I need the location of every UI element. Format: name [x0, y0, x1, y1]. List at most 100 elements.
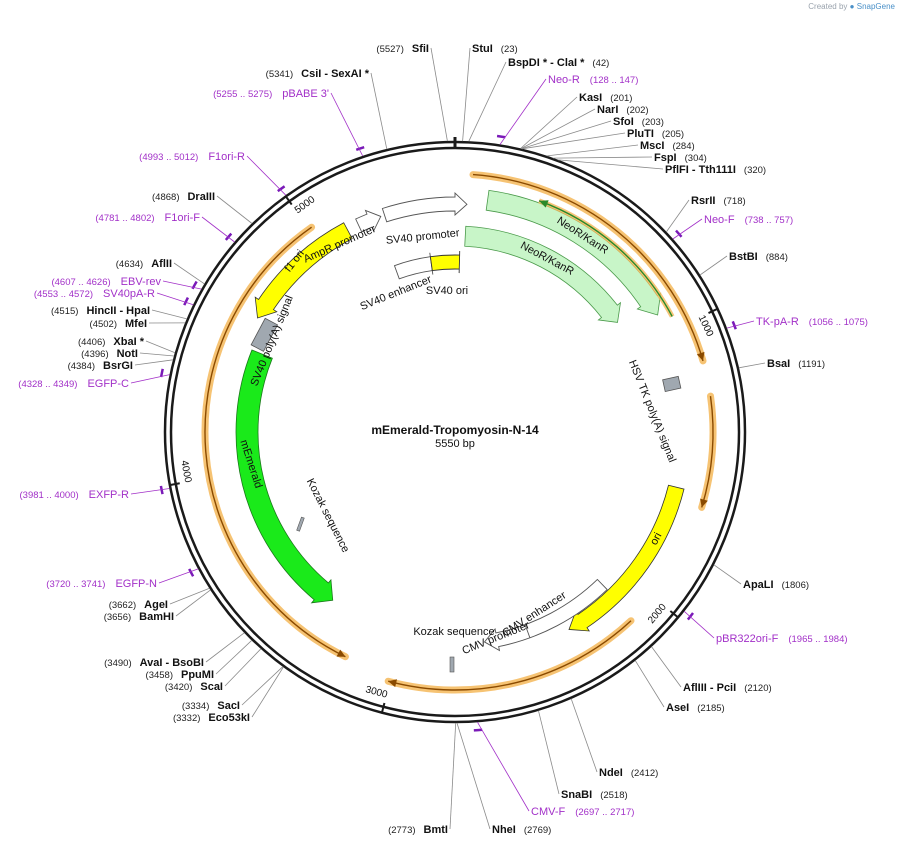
site-label[interactable]: MfeI(4502)	[90, 318, 147, 330]
site-position: (201)	[610, 93, 632, 104]
primer-bind-mark	[473, 728, 483, 732]
site-name: HincII - HpaI	[86, 305, 150, 317]
primer-label[interactable]: F1ori-F(4781 .. 4802)	[95, 212, 200, 224]
primer-label[interactable]: EGFP-N(3720 .. 3741)	[46, 578, 157, 590]
site-label[interactable]: AflIII - PciI(2120)	[683, 682, 772, 694]
site-label[interactable]: BsrGI(4384)	[68, 360, 133, 372]
site-label[interactable]: DraIII(4868)	[152, 191, 215, 203]
primer-label[interactable]: F1ori-R(4993 .. 5012)	[139, 151, 245, 163]
site-label[interactable]: BmtI(2773)	[388, 824, 448, 836]
site-leader	[570, 698, 598, 773]
primer-label[interactable]: TK-pA-R(1056 .. 1075)	[756, 316, 868, 328]
site-leader	[651, 646, 682, 688]
site-leader	[370, 72, 388, 150]
site-label[interactable]: BamHI(3656)	[104, 611, 174, 623]
primer-bind-mark	[277, 185, 286, 193]
site-name: AflIII - PciI	[683, 682, 736, 694]
tick-mark	[168, 482, 180, 487]
site-label[interactable]: AgeI(3662)	[109, 599, 168, 611]
site-position: (205)	[662, 129, 684, 140]
primer-label[interactable]: pBABE 3'(5255 .. 5275)	[213, 88, 329, 100]
site-position: (3490)	[104, 658, 131, 669]
site-label[interactable]: KasI(201)	[579, 92, 632, 104]
site-label[interactable]: BspDI * - ClaI *(42)	[508, 57, 609, 69]
site-position: (2412)	[631, 768, 658, 779]
site-leader	[520, 96, 578, 149]
site-position: (3334)	[182, 701, 209, 712]
site-name: NotI	[117, 348, 138, 360]
site-label[interactable]: NheI(2769)	[492, 824, 551, 836]
site-label[interactable]: AseI(2185)	[666, 702, 725, 714]
site-label[interactable]: AvaI - BsoBI(3490)	[104, 657, 204, 669]
primer-label[interactable]: SV40pA-R (4553 .. 4572)	[34, 288, 155, 300]
site-label[interactable]: SfoI(203)	[613, 116, 664, 128]
tick-mark	[284, 195, 293, 206]
primer-range: (3981 .. 4000)	[20, 490, 79, 501]
primer-name: EGFP-N	[115, 578, 157, 590]
site-position: (3458)	[146, 670, 173, 681]
site-label[interactable]: BsaI(1191)	[767, 358, 825, 370]
primer-range: (4553 .. 4572)	[34, 289, 93, 300]
site-label[interactable]: PluTI (205)	[627, 128, 684, 140]
site-name: PluTI	[627, 128, 654, 140]
primer-name: pBABE 3'	[282, 88, 329, 100]
primer-name: SV40pA-R	[103, 288, 155, 300]
primer-bind-mark	[355, 145, 365, 151]
site-label[interactable]: RsrII(718)	[691, 195, 746, 207]
orf-line	[388, 620, 632, 691]
orf-arrowhead	[696, 351, 705, 361]
primer-label[interactable]: EGFP-C(4328 .. 4349)	[18, 378, 129, 390]
site-label[interactable]: CsiI - SexAI *(5341)	[266, 68, 370, 80]
primer-range: (1965 .. 1984)	[788, 634, 847, 645]
site-leader	[224, 648, 262, 687]
site-position: (284)	[672, 141, 694, 152]
site-leader	[738, 362, 766, 369]
primer-name: EBV-rev	[121, 276, 162, 288]
credit-brand: SnapGene	[856, 2, 895, 11]
site-leader	[713, 564, 742, 585]
site-label[interactable]: StuI(23)	[472, 43, 518, 55]
site-position: (4634)	[116, 259, 143, 270]
kozak-2-label: Kozak sequence	[304, 477, 352, 555]
site-label[interactable]: BstBI(884)	[729, 251, 788, 263]
primer-bind-mark	[188, 568, 195, 577]
site-leader	[468, 61, 507, 142]
cmv-divider	[524, 624, 531, 638]
site-label[interactable]: SfiI(5527)	[376, 43, 429, 55]
primer-label[interactable]: CMV-F(2697 .. 2717)	[531, 806, 634, 818]
primer-label[interactable]: Neo-F(738 .. 757)	[704, 214, 793, 226]
site-label[interactable]: ScaI(3420)	[165, 681, 223, 693]
site-label[interactable]: FspI(304)	[654, 152, 707, 164]
site-label[interactable]: NarI(202)	[597, 104, 649, 116]
site-label[interactable]: SnaBI(2518)	[561, 789, 628, 801]
site-label[interactable]: Eco53kI(3332)	[173, 712, 250, 724]
site-label[interactable]: ApaLI(1806)	[743, 579, 809, 591]
site-label[interactable]: AflII(4634)	[116, 258, 172, 270]
site-label[interactable]: PpuMI(3458)	[146, 669, 214, 681]
site-name: NheI	[492, 824, 516, 836]
site-position: (5527)	[376, 44, 403, 55]
site-label[interactable]: SacI(3334)	[182, 700, 240, 712]
site-name: ScaI	[200, 681, 223, 693]
primer-label[interactable]: pBR322ori-F (1965 .. 1984)	[716, 633, 848, 645]
primer-bind-mark	[731, 320, 737, 330]
primer-leader	[130, 374, 170, 384]
site-label[interactable]: PflFI - Tth111I(320)	[665, 164, 766, 176]
site-name: BamHI	[139, 611, 174, 623]
site-leader	[558, 159, 664, 170]
site-label[interactable]: MscI(284)	[640, 140, 695, 152]
primer-label[interactable]: EXFP-R(3981 .. 4000)	[20, 489, 130, 501]
site-name: AseI	[666, 702, 689, 714]
primer-bind-mark	[159, 368, 164, 378]
kozak-2-box	[296, 516, 305, 532]
site-label[interactable]: HincII - HpaI(4515)	[51, 305, 150, 317]
primer-label[interactable]: Neo-R(128 .. 147)	[548, 74, 638, 86]
site-position: (23)	[501, 44, 518, 55]
site-label[interactable]: XbaI *(4406)	[78, 336, 145, 348]
site-position: (1191)	[798, 359, 825, 370]
primer-name: pBR322ori-F	[716, 633, 779, 645]
site-label[interactable]: NotI(4396)	[81, 348, 138, 360]
primer-label[interactable]: EBV-rev(4607 .. 4626)	[51, 276, 161, 288]
site-label[interactable]: NdeI(2412)	[599, 767, 658, 779]
